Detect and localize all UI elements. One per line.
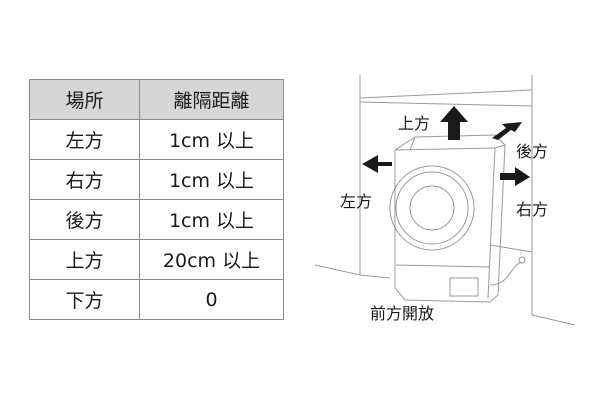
clearance-table: 場所 離隔距離 左方 1cm 以上 右方 1cm 以上 後方 1cm 以上 上方…: [29, 79, 284, 320]
cell-location: 下方: [29, 279, 140, 320]
washer-illustration: [314, 75, 576, 326]
washer-installation-diagram: 上方 後方 左方 右方 前方開放: [310, 70, 580, 330]
table-row: 上方 20cm 以上: [29, 239, 284, 280]
cell-location: 左方: [29, 119, 140, 160]
label-back: 後方: [516, 142, 549, 161]
right-arrow-icon: [500, 167, 530, 186]
back-arrow-icon: [492, 122, 522, 140]
table-header-row: 場所 離隔距離: [29, 79, 284, 120]
cell-location: 後方: [29, 199, 140, 240]
header-location: 場所: [29, 79, 140, 120]
label-left: 左方: [340, 192, 373, 211]
cell-clearance: 1cm 以上: [139, 119, 284, 160]
up-arrow-icon: [440, 106, 468, 140]
label-right: 右方: [516, 200, 549, 219]
cell-clearance: 0: [139, 279, 284, 320]
cell-clearance: 1cm 以上: [139, 199, 284, 240]
left-arrow-icon: [362, 155, 392, 173]
table-row: 左方 1cm 以上: [29, 119, 284, 160]
table-row: 右方 1cm 以上: [29, 159, 284, 200]
cell-clearance: 1cm 以上: [139, 159, 284, 200]
header-clearance: 離隔距離: [139, 79, 284, 120]
label-top: 上方: [398, 114, 431, 133]
arrow-group: [362, 106, 530, 186]
table-row: 後方 1cm 以上: [29, 199, 284, 240]
table-row: 下方 0: [29, 279, 284, 320]
cell-location: 右方: [29, 159, 140, 200]
label-front: 前方開放: [370, 304, 435, 323]
cell-location: 上方: [29, 239, 140, 280]
cell-clearance: 20cm 以上: [139, 239, 284, 280]
